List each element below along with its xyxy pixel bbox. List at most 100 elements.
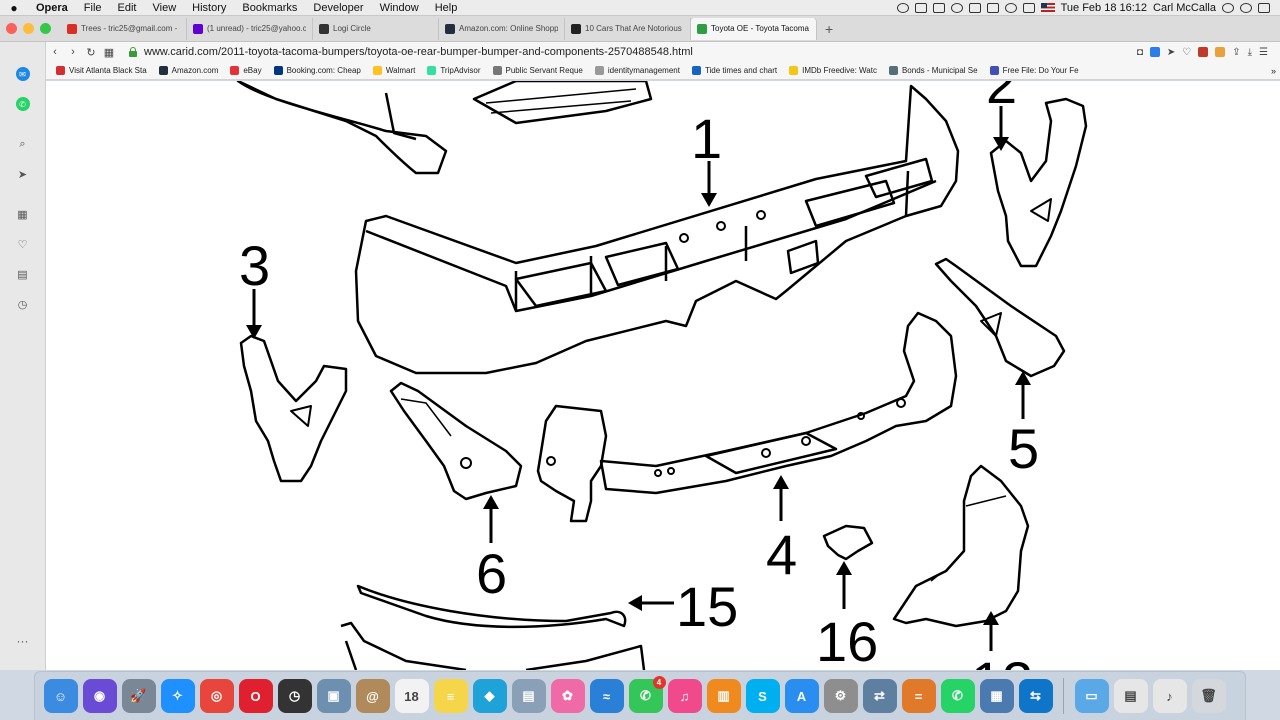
siri-menu-icon[interactable]	[1240, 2, 1252, 13]
share-icon[interactable]: ⇪	[1232, 46, 1241, 58]
extension-icon[interactable]	[1198, 47, 1209, 57]
news-icon[interactable]: ▤	[17, 268, 28, 281]
whatsapp-icon[interactable]: ✆	[940, 679, 975, 713]
send-icon[interactable]: ➤	[1166, 46, 1176, 58]
trash-icon[interactable]: 🗑	[1191, 679, 1226, 713]
apple-icon[interactable]: ●	[10, 0, 18, 15]
menu-icon[interactable]: ☰	[1259, 46, 1268, 58]
calendar-icon[interactable]: 18	[394, 679, 429, 713]
downloads-folder-icon[interactable]: ▭	[1074, 679, 1109, 713]
teamviewer-icon[interactable]: ⇆	[1018, 679, 1053, 713]
speed-dial-icon[interactable]: ▦	[17, 208, 28, 221]
notification-center-icon[interactable]	[1258, 2, 1270, 13]
time-machine-icon[interactable]	[950, 2, 963, 13]
bookmark-item[interactable]: identitymanagement	[594, 66, 680, 75]
menu-history[interactable]: History	[192, 1, 227, 14]
close-window-button[interactable]	[6, 23, 17, 34]
photos-icon[interactable]: ✿	[550, 679, 585, 713]
bookmark-item[interactable]: Walmart	[372, 66, 415, 75]
menu-developer[interactable]: Developer	[313, 1, 364, 14]
camera-icon[interactable]: ◘	[1136, 46, 1143, 58]
sidebar-more-icon[interactable]: ···	[16, 634, 29, 648]
menu-help[interactable]: Help	[434, 1, 458, 14]
bookmarks-overflow-icon[interactable]: »	[1270, 65, 1276, 76]
secure-lock-icon[interactable]	[128, 47, 138, 57]
opera-icon[interactable]: O	[238, 679, 273, 713]
notes-icon[interactable]: ≡	[433, 679, 468, 713]
browser-tab[interactable]: Amazon.com: Online Shoppin	[439, 17, 565, 40]
volume-icon[interactable]	[1022, 2, 1035, 13]
screen-sharing-icon[interactable]: ▦	[979, 679, 1014, 713]
document-stack-icon[interactable]: ▤	[1113, 679, 1148, 713]
vpn-icon[interactable]	[1149, 47, 1160, 57]
music-stack-icon[interactable]: ♪	[1152, 679, 1187, 713]
menu-window[interactable]: Window	[379, 1, 419, 14]
preview-icon[interactable]: ▣	[316, 679, 351, 713]
siri-icon[interactable]: ◉	[82, 679, 117, 713]
menu-view[interactable]: View	[152, 1, 177, 14]
browser-tab[interactable]: (1 unread) - tric25@yahoo.co	[187, 17, 313, 40]
history-icon[interactable]: ◷	[17, 298, 28, 311]
menu-edit[interactable]: Edit	[117, 1, 137, 14]
teamviewer-status-icon[interactable]	[932, 2, 945, 13]
wifi-icon[interactable]	[1004, 2, 1017, 13]
bookmark-item[interactable]: TripAdvisor	[427, 66, 481, 75]
contacts-icon[interactable]: @	[355, 679, 390, 713]
bookmarks-sidebar-icon[interactable]: ♡	[17, 238, 28, 251]
reload-button[interactable]: ↻	[86, 46, 96, 59]
forward-button[interactable]: ›	[71, 46, 75, 58]
messages-icon[interactable]: ✆4	[628, 676, 666, 713]
browser-tab[interactable]: Logi Circle	[313, 17, 439, 40]
bookmark-item[interactable]: Free File: Do Your Fe	[989, 66, 1079, 75]
search-icon[interactable]	[1222, 2, 1234, 13]
facetime-icon[interactable]: ≈	[589, 679, 624, 713]
image-capture-icon[interactable]: ▤	[511, 679, 546, 713]
bookmark-item[interactable]: Tide times and chart	[691, 66, 777, 75]
launchpad-icon[interactable]: 🚀	[121, 679, 156, 713]
tab-grid-icon[interactable]: ▦	[103, 46, 115, 59]
chrome-icon[interactable]: ◎	[199, 679, 234, 713]
app-store-icon[interactable]: A	[784, 679, 819, 713]
browser-tab[interactable]: 10 Cars That Are Notorious F	[565, 17, 691, 40]
clock-icon[interactable]: ◷	[277, 679, 312, 713]
heart-icon[interactable]: ♡	[1182, 46, 1192, 58]
us-flag-icon[interactable]	[1040, 3, 1055, 12]
bookmark-item[interactable]: Bonds - Municipal Se	[888, 66, 978, 75]
extension-2-icon[interactable]	[1215, 47, 1226, 57]
zoom-window-button[interactable]	[40, 23, 51, 34]
clock[interactable]: Tue Feb 18 16:12	[1060, 1, 1148, 14]
system-preferences-icon[interactable]: ⚙	[823, 679, 858, 713]
calculator-icon[interactable]: =	[901, 679, 936, 713]
minimize-window-button[interactable]	[23, 23, 34, 34]
messenger-icon[interactable]: ✉	[15, 67, 30, 81]
bookmark-item[interactable]: Visit Atlanta Black Sta	[56, 66, 147, 75]
search-tabs-icon[interactable]: ⌕	[19, 137, 26, 150]
back-button[interactable]: ‹	[53, 46, 57, 58]
skype-icon[interactable]: S	[745, 679, 780, 713]
kodi-icon[interactable]: ◆	[472, 679, 507, 713]
menu-file[interactable]: File	[83, 1, 102, 14]
safari-icon[interactable]: ✧	[160, 679, 195, 713]
wifi-status-icon[interactable]	[896, 2, 909, 13]
browser-tab[interactable]: Trees - tric25@gmail.com - G	[61, 17, 187, 40]
bookmark-item[interactable]: eBay	[230, 66, 262, 75]
finder-icon[interactable]: ☺	[43, 679, 78, 713]
airplay-icon[interactable]	[986, 2, 999, 13]
itunes-icon[interactable]: ♫	[667, 679, 702, 713]
flow-icon[interactable]: ➤	[17, 168, 28, 181]
lock-icon[interactable]	[968, 2, 981, 13]
new-tab-button[interactable]: +	[825, 20, 834, 37]
app-menu[interactable]: Opera	[36, 1, 68, 14]
browser-tab[interactable]: Toyota OE - Toyota Tacoma 2	[691, 17, 817, 40]
books-icon[interactable]: ▥	[706, 679, 741, 713]
menu-bookmarks[interactable]: Bookmarks	[242, 1, 298, 14]
bookmark-item[interactable]: Amazon.com	[158, 66, 218, 75]
migration-icon[interactable]: ⇄	[862, 679, 897, 713]
whatsapp-sidebar-icon[interactable]: ✆	[15, 97, 30, 111]
download-icon[interactable]: ⤓	[1247, 46, 1253, 58]
bluetooth-icon[interactable]	[914, 2, 927, 13]
bookmark-item[interactable]: Public Servant Reque	[492, 66, 583, 75]
user-name[interactable]: Carl McCalla	[1153, 1, 1216, 14]
url-field[interactable]: www.carid.com/2011-toyota-tacoma-bumpers…	[144, 46, 693, 58]
bookmark-item[interactable]: IMDb Freedive: Watc	[789, 66, 877, 75]
